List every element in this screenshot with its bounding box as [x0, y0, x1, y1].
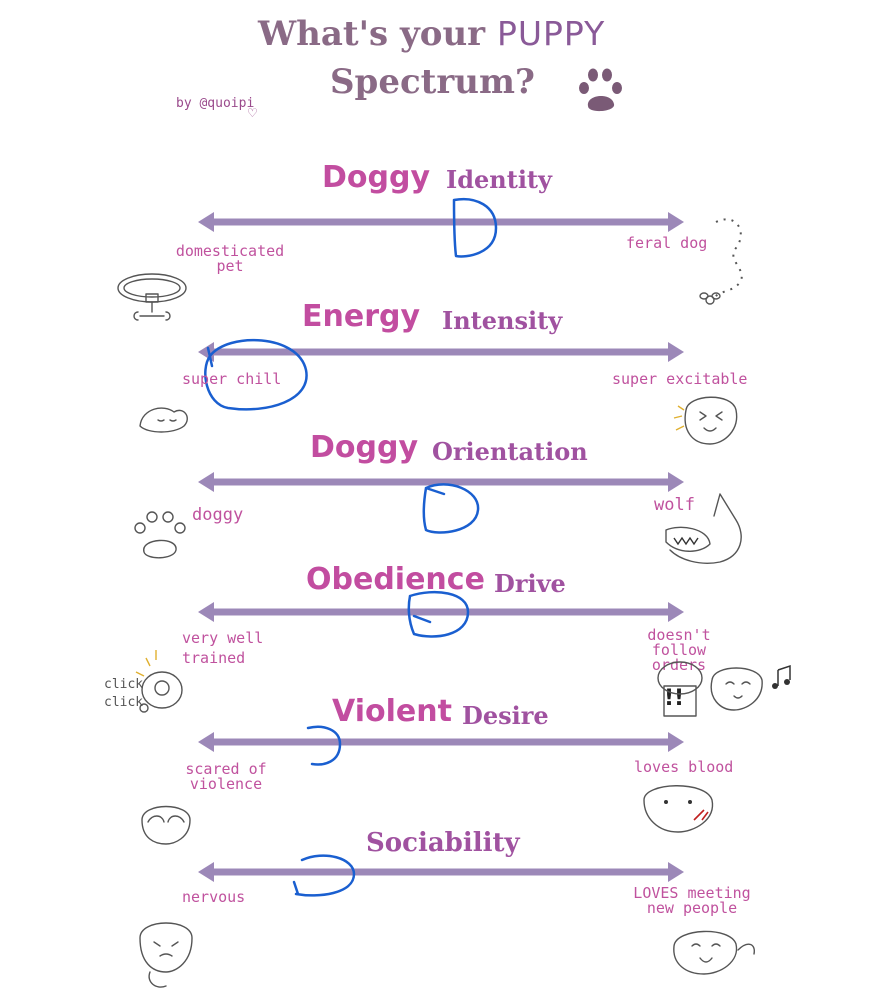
position-marker [292, 854, 356, 897]
section-title-word2: Identity [446, 165, 552, 194]
title-puppy-word: PUPPY [496, 14, 606, 53]
section-title-word2: Desire [462, 701, 549, 730]
left-endpoint-label: very well trained [182, 629, 264, 667]
wolf-icon [665, 493, 742, 564]
collar-icon [117, 273, 187, 321]
left-endpoint-label: super chill [182, 370, 282, 388]
section-title-word1: Obedience [306, 562, 485, 597]
right-endpoint-label: feral dog [626, 234, 708, 252]
click-text: click click [104, 677, 144, 710]
title-text: What's your [258, 14, 486, 54]
left-endpoint-label: domesticated pet [175, 242, 285, 275]
position-marker [452, 197, 498, 258]
section-title-word1: Doggy [322, 160, 431, 195]
excited-puppy-icon [673, 396, 738, 445]
right-endpoint-label: super excitable [612, 370, 748, 388]
section-title-word2: Drive [494, 569, 566, 598]
right-endpoint-label: loves blood [634, 758, 734, 776]
position-marker [407, 590, 470, 638]
position-marker [306, 725, 342, 766]
scared-puppy-icon [141, 805, 191, 845]
spectrum-arrow [198, 732, 684, 752]
left-endpoint-label: scared of violence [185, 760, 267, 793]
spectrum-arrow [198, 602, 684, 622]
section-title-word2: Intensity [442, 306, 563, 335]
sleeping-puppy-icon [139, 407, 188, 433]
section-title-word1: Violent [332, 694, 452, 729]
author-credit: by @quoipi [176, 96, 255, 111]
section-title-word2: Orientation [432, 437, 588, 466]
nervous-puppy-icon [139, 922, 193, 988]
position-marker [204, 338, 308, 411]
right-endpoint-label: doesn't follow orders [647, 626, 711, 674]
left-endpoint-label: doggy [192, 505, 244, 525]
bloody-puppy-icon [643, 785, 714, 833]
happy-puppy-icon [673, 930, 755, 975]
spectrum-arrow [198, 472, 684, 492]
section-title-word1: Sociability [366, 828, 520, 858]
title-line2: Spectrum? [330, 62, 535, 102]
section-title-word1: Doggy [310, 430, 419, 465]
right-endpoint-label: LOVES meeting new people [633, 884, 751, 917]
clicker-icon [135, 650, 183, 713]
spectrum-arrow [198, 862, 684, 882]
spectrum-arrow [198, 212, 684, 232]
title-line1: What's your PUPPY [258, 14, 605, 54]
disobedient-puppies-icon [657, 661, 791, 717]
section-title-word1: Energy [302, 299, 421, 334]
left-endpoint-label: nervous [182, 888, 246, 906]
heart-icon: ♡ [247, 106, 258, 120]
right-endpoint-label: wolf [654, 495, 695, 515]
paw-print-icon [134, 511, 186, 559]
fly-path-icon [699, 218, 743, 305]
position-marker [422, 483, 480, 534]
paw-icon [579, 68, 622, 112]
